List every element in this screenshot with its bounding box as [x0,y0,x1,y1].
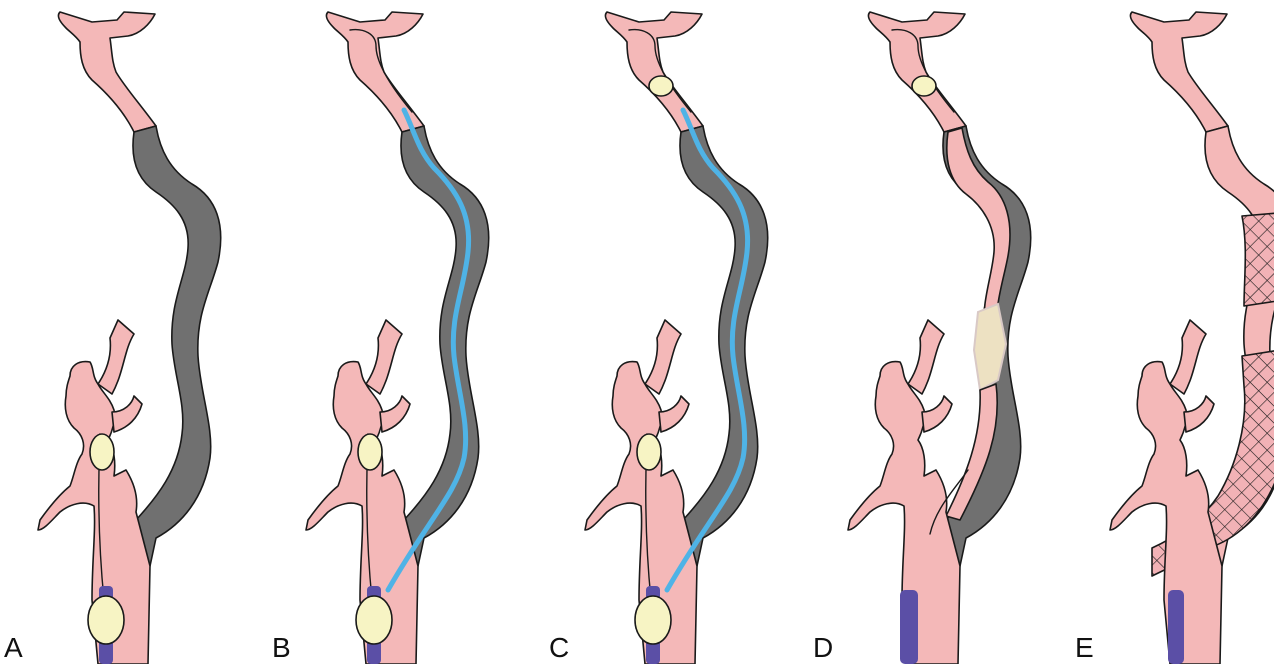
sheath [1168,590,1184,664]
balloon-distal [912,76,936,96]
balloon-eca [358,434,382,470]
panel-d [848,12,1031,664]
panel-label-d: D [813,632,833,663]
balloon-distal [649,76,673,96]
distal-vessel [326,12,424,132]
external-carotid-branch-2 [380,396,410,432]
panel-label-e: E [1075,632,1094,663]
distal-vessel [868,12,966,132]
external-carotid-branch-2 [112,396,142,432]
external-carotid-branch [98,320,134,394]
panel-label-b: B [272,632,291,663]
panel-label-a: A [4,632,23,663]
occluded-segment [133,126,221,566]
external-carotid-branch [645,320,681,394]
balloon-eca [637,434,661,470]
external-carotid-branch [366,320,402,394]
distal-vessel [605,12,703,132]
external-carotid-branch-2 [1184,396,1214,432]
panel-e [1110,12,1274,664]
balloon-proximal [356,596,392,644]
external-carotid-branch-2 [659,396,689,432]
balloon-proximal [88,596,124,644]
balloon-proximal [635,596,671,644]
distal-vessel [58,12,156,132]
sheath [900,590,918,664]
panel-a [38,12,221,664]
distal-vessel [1130,12,1228,132]
external-carotid-branch [1170,320,1206,394]
panel-label-c: C [549,632,569,663]
stent-mesh-upper [1242,212,1274,306]
balloon-eca [90,434,114,470]
panel-b [306,12,489,664]
external-carotid-branch-2 [922,396,952,432]
panel-c [585,12,768,664]
external-carotid-branch [908,320,944,394]
